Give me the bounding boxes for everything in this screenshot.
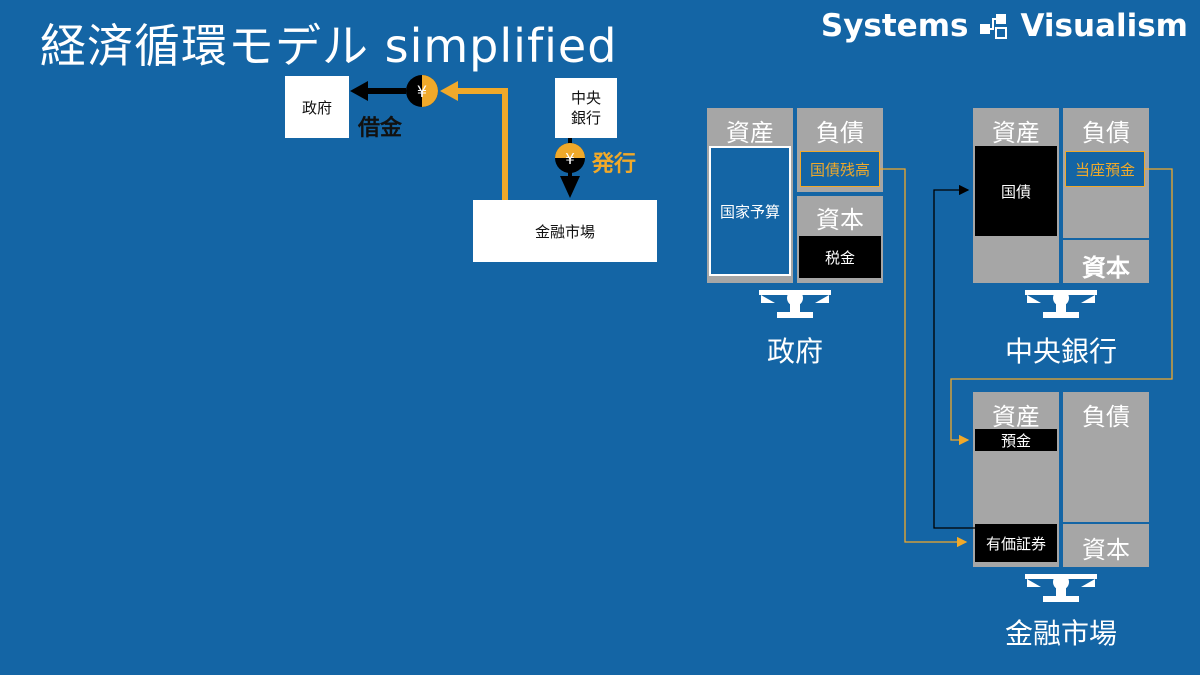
- borrow-label: 借金: [358, 116, 403, 141]
- central-bank-sheet-hdivider: [1063, 238, 1149, 240]
- bond-to-securities-line: [880, 168, 968, 548]
- central-bank-liabilities-header: 負債: [1082, 119, 1130, 147]
- financial-market-box: 金融市場: [473, 200, 657, 262]
- market-name: 金融市場: [1004, 617, 1117, 650]
- central-bank-bonds: 国債: [975, 146, 1057, 236]
- government-assets-header: 資産: [726, 119, 774, 147]
- government-box: 政府: [285, 76, 349, 138]
- central-bank-equity-header: 資本: [1082, 254, 1130, 282]
- market-sheet-hdivider: [1063, 522, 1149, 524]
- deposit-to-market-line: [950, 168, 1173, 446]
- market-assets-header: 資産: [992, 403, 1040, 431]
- svg-text:¥: ¥: [417, 82, 427, 101]
- balance-scale-icon-government: [759, 290, 831, 318]
- market-liabilities-header: 負債: [1082, 403, 1130, 431]
- balance-scale-icon-central-bank: [1025, 290, 1097, 318]
- brand-right-text: Visualism: [1020, 8, 1188, 44]
- issue-down-arrow: ¥: [555, 138, 585, 198]
- issue-label: 発行: [592, 152, 637, 177]
- central-bank-name: 中央銀行: [1004, 335, 1117, 368]
- balance-scale-icon-market: [1025, 574, 1097, 602]
- market-securities: 有価証券: [975, 524, 1057, 562]
- market-sheet-divider: [1059, 392, 1063, 567]
- central-bank-sheet-divider: [1059, 108, 1063, 283]
- issue-flow-arrow: [440, 81, 508, 200]
- central-bank-box: 中央 銀行: [555, 78, 617, 138]
- brand-left-text: Systems: [820, 8, 969, 44]
- market-deposit: 預金: [975, 429, 1057, 451]
- borrow-flow-arrow: [350, 81, 406, 101]
- government-bond-balance: 国債残高: [800, 151, 880, 187]
- government-sheet-divider: [793, 108, 797, 283]
- central-bank-assets-header: 資産: [992, 119, 1040, 147]
- market-equity-header: 資本: [1082, 536, 1130, 564]
- government-equity-header: 資本: [816, 206, 864, 234]
- government-liabilities-header: 負債: [816, 119, 864, 147]
- brand-logo: Systems Visualism: [821, 8, 1188, 44]
- yen-coin-icon: ¥: [406, 75, 438, 107]
- government-national-budget: 国家予算: [709, 146, 791, 276]
- systems-logo-icon: [980, 14, 1008, 39]
- yen-coin-icon-2: ¥: [565, 150, 575, 168]
- page-title: 経済循環モデル simplified: [40, 19, 618, 73]
- government-tax: 税金: [799, 236, 881, 278]
- securities-to-cb-bonds-line: [933, 184, 975, 529]
- central-bank-current-deposit: 当座預金: [1065, 151, 1145, 187]
- government-sheet-hdivider: [797, 192, 883, 196]
- government-name: 政府: [766, 335, 823, 368]
